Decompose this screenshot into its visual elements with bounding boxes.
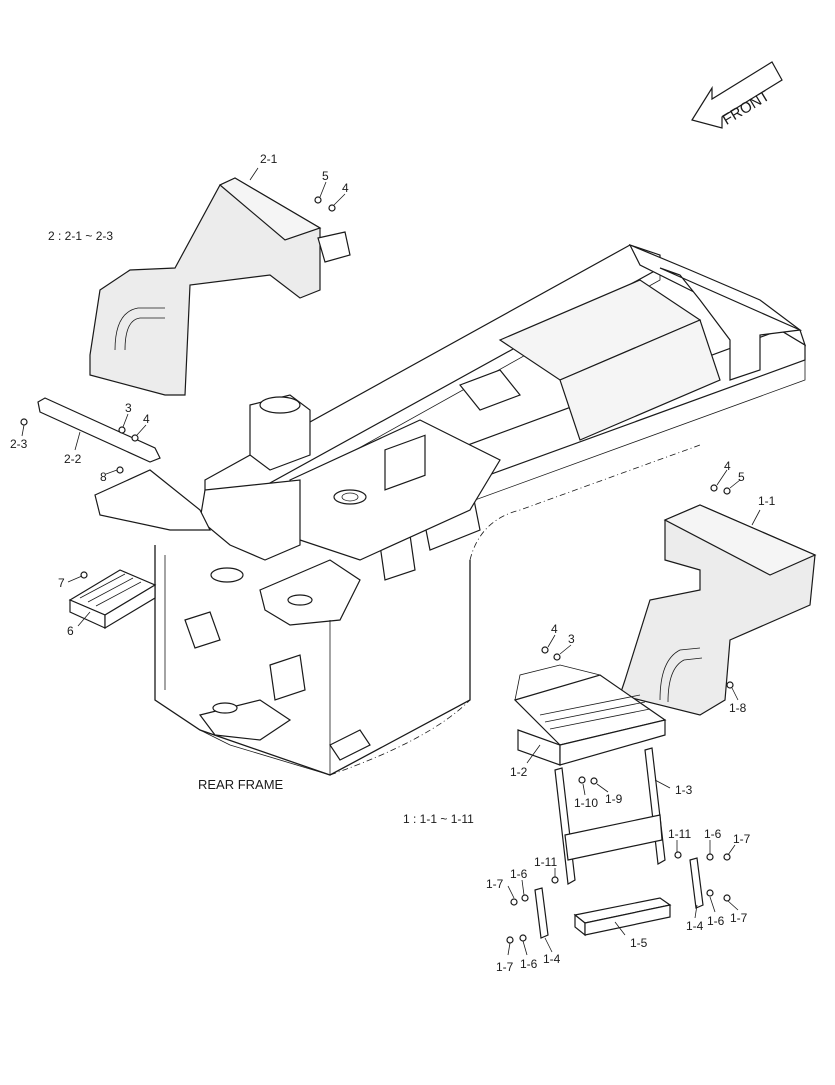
callout-1-7-left: 1-7 (486, 877, 504, 891)
rail-1-4 (534, 857, 704, 939)
leader-lines (21, 167, 761, 956)
step-6 (68, 569, 157, 630)
group-2-label: 2 : 2-1 ~ 2-3 (48, 229, 113, 243)
callout-1-6-bottom: 1-6 (520, 957, 538, 971)
fastener-icons (20, 196, 734, 944)
rear-frame-label: REAR FRAME (198, 777, 284, 792)
callout-1-4-right: 1-4 (686, 919, 704, 933)
callout-1-5: 1-5 (630, 936, 648, 950)
rear-frame-drawing (154, 243, 807, 776)
callout-1-8: 1-8 (729, 701, 747, 715)
bracket-2-2 (37, 397, 161, 463)
callout-1-6-left: 1-6 (510, 867, 528, 881)
callout-1-7-right: 1-7 (733, 832, 751, 846)
callout-1-6-right: 1-6 (704, 827, 722, 841)
callout-2-1: 2-1 (260, 152, 278, 166)
callout-2-2: 2-2 (64, 452, 82, 466)
group-1-label: 1 : 1-1 ~ 1-11 (403, 812, 474, 826)
callout-4-top: 4 (342, 181, 349, 195)
bracket-8 (94, 469, 211, 531)
front-arrow-icon: FRONT (691, 61, 783, 129)
callout-1-3: 1-3 (675, 783, 693, 797)
callout-6: 6 (67, 624, 74, 638)
callout-1-2: 1-2 (510, 765, 528, 779)
callout-4-right: 4 (724, 459, 731, 473)
callout-1-10: 1-10 (574, 796, 598, 810)
callout-3-left: 3 (125, 401, 132, 415)
ladder-1-3 (554, 747, 666, 885)
callout-5-right: 5 (738, 470, 745, 484)
callout-1-7-right2: 1-7 (730, 911, 748, 925)
callout-7: 7 (58, 576, 65, 590)
callout-1-9: 1-9 (605, 792, 623, 806)
callout-3-mid: 3 (568, 632, 575, 646)
callout-1-11-right: 1-11 (668, 827, 691, 841)
step-1-2 (513, 664, 667, 766)
callout-1-6-right2: 1-6 (707, 914, 725, 928)
callout-8: 8 (100, 470, 107, 484)
fender-1-1 (619, 504, 817, 716)
callout-1-4-bottom: 1-4 (543, 952, 561, 966)
step-1-5 (573, 897, 672, 937)
callout-5-top: 5 (322, 169, 329, 183)
callout-4-mid: 4 (551, 622, 558, 636)
callout-1-1: 1-1 (758, 494, 776, 508)
callout-4-left: 4 (143, 412, 150, 426)
callout-1-11-left: 1-11 (534, 855, 557, 869)
fender-2-1 (89, 177, 351, 396)
callout-2-3: 2-3 (10, 437, 28, 451)
callout-1-7-bottom: 1-7 (496, 960, 514, 974)
